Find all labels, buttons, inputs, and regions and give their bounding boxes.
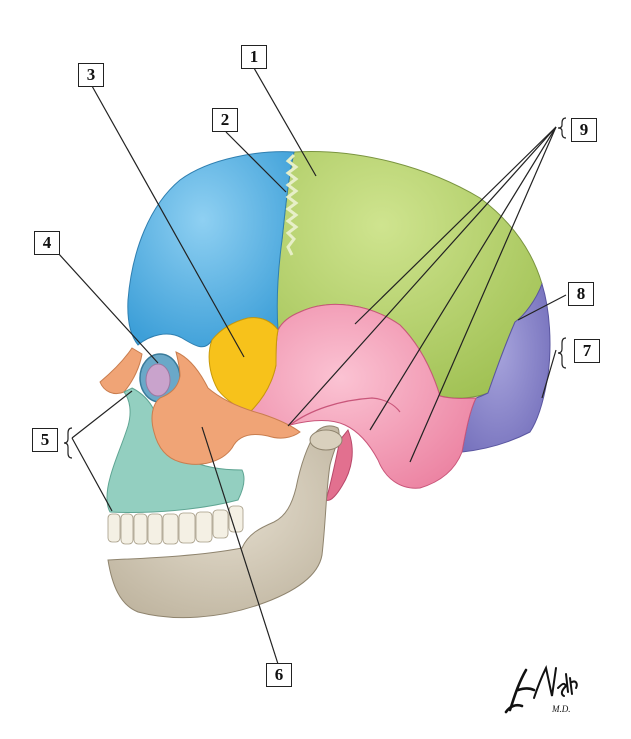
label-3: 3 [78, 63, 104, 87]
lacrimal-bone [145, 363, 171, 397]
temporal-line [289, 397, 401, 426]
label-2: 2 [212, 108, 238, 132]
label-6: 6 [266, 663, 292, 687]
mandible [107, 425, 340, 619]
coronal-suture [285, 153, 299, 256]
label-8: 8 [568, 282, 594, 306]
brace-9 [557, 117, 567, 139]
leader-lines [57, 67, 567, 665]
brace-7 [557, 337, 567, 369]
label-5: 5 [32, 428, 58, 452]
label-1: 1 [241, 45, 267, 69]
mandibular-condyle [309, 429, 343, 451]
netter-signature: M.D. [504, 665, 578, 714]
brace-5 [63, 427, 73, 459]
label-7: 7 [574, 339, 600, 363]
svg-text:M.D.: M.D. [551, 704, 571, 714]
label-9: 9 [571, 118, 597, 142]
mastoid-process [325, 429, 353, 501]
teeth [107, 505, 244, 545]
frontal-bone [127, 151, 295, 348]
label-4: 4 [34, 231, 60, 255]
sphenoid-bone [208, 317, 279, 413]
nasal-bone [99, 347, 143, 395]
zygomatic-bone [151, 351, 301, 465]
